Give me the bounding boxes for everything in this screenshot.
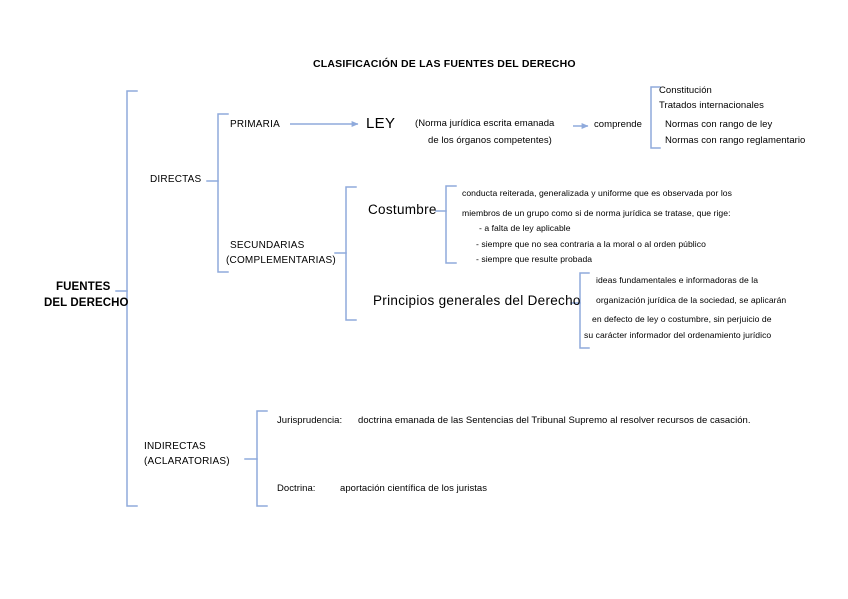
- ley-note-line2: de los órganos competentes): [428, 135, 552, 146]
- jurisprudencia-definition: doctrina emanada de las Sentencias del T…: [358, 415, 751, 426]
- jurisprudencia-term: Jurisprudencia:: [277, 415, 343, 426]
- label-secundarias-line1: SECUNDARIAS: [230, 240, 305, 251]
- costumbre-bullet-2: - siempre que resulte probada: [476, 254, 593, 264]
- comprende-item-0: Constitución: [659, 85, 712, 96]
- costumbre-bullet-0: - a falta de ley aplicable: [479, 223, 571, 233]
- bracket-costumbre: [435, 185, 457, 264]
- doctrina-definition: aportación científica de los juristas: [340, 483, 488, 494]
- page-title: CLASIFICACIÓN DE LAS FUENTES DEL DERECHO: [313, 58, 576, 70]
- label-secundarias-line2: (COMPLEMENTARIAS): [226, 255, 336, 266]
- root-node-line1: FUENTES: [56, 281, 111, 293]
- principios-desc-line0: ideas fundamentales e informadoras de la: [596, 275, 759, 285]
- label-comprende: comprende: [594, 119, 642, 130]
- bracket-secundarias: [334, 186, 357, 321]
- bracket-directas: [206, 113, 229, 273]
- node-principios-generales: Principios generales del Derecho: [373, 293, 581, 308]
- doctrina-term: Doctrina:: [277, 483, 316, 494]
- root-node-line2: DEL DERECHO: [44, 297, 129, 309]
- label-primaria: PRIMARIA: [230, 119, 280, 130]
- costumbre-desc-line1: conducta reiterada, generalizada y unifo…: [462, 188, 732, 198]
- comprende-item-3: Normas con rango reglamentario: [665, 135, 806, 146]
- branch-label-indirectas-line1: INDIRECTAS: [144, 441, 206, 452]
- branch-label-directas: DIRECTAS: [150, 174, 202, 185]
- costumbre-bullet-1: - siempre que no sea contraria a la mora…: [476, 239, 706, 249]
- principios-desc-line1: organización jurídica de la sociedad, se…: [596, 295, 787, 305]
- principios-desc-line2: en defecto de ley o costumbre, sin perju…: [592, 314, 772, 324]
- comprende-item-2: Normas con rango de ley: [665, 119, 773, 130]
- comprende-item-1: Tratados internacionales: [659, 100, 764, 111]
- node-ley: LEY: [366, 115, 396, 132]
- node-costumbre: Costumbre: [368, 202, 437, 217]
- ley-note-line1: (Norma jurídica escrita emanada: [415, 118, 555, 129]
- bracket-indirectas: [244, 410, 268, 507]
- branch-label-indirectas-line2: (ACLARATORIAS): [144, 456, 230, 467]
- principios-desc-line3: su carácter informador del ordenamiento …: [584, 330, 772, 340]
- costumbre-desc-line2: miembros de un grupo como si de norma ju…: [462, 208, 731, 218]
